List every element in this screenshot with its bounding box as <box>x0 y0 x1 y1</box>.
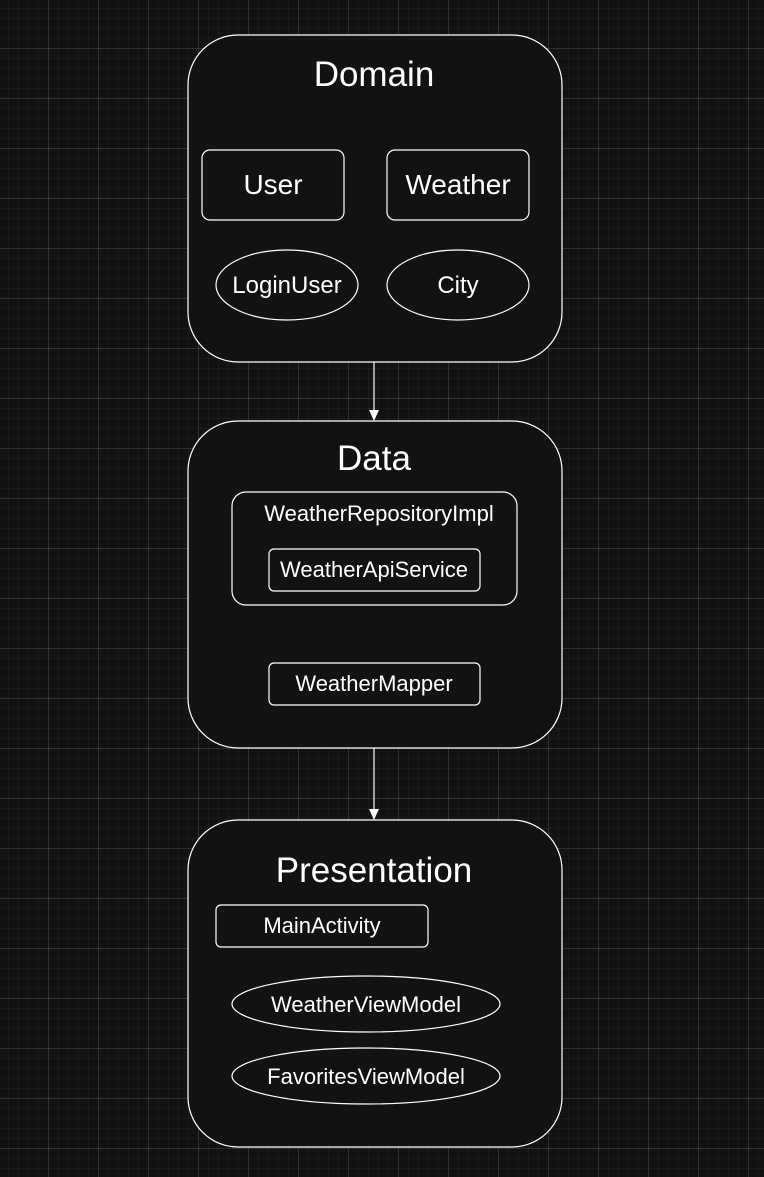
edge-data-to-presentation <box>369 748 379 820</box>
presentation-title: Presentation <box>276 851 473 890</box>
node-weather-repository-impl-label: WeatherRepositoryImpl <box>264 501 493 526</box>
node-main-activity-label: MainActivity <box>263 913 380 938</box>
domain-layer[interactable]: Domain User Weather LoginUser City <box>187 34 563 363</box>
node-weather-label: Weather <box>405 169 510 200</box>
node-user-label: User <box>243 169 302 200</box>
node-city[interactable]: City <box>386 249 530 321</box>
node-main-activity[interactable]: MainActivity <box>215 904 429 948</box>
node-city-label: City <box>437 272 478 299</box>
edge-domain-to-data <box>369 362 379 421</box>
data-layer[interactable]: Data WeatherRepositoryImpl WeatherApiSer… <box>187 420 563 749</box>
presentation-layer[interactable]: Presentation MainActivity WeatherViewMod… <box>187 819 563 1148</box>
node-favorites-view-model-label: FavoritesViewModel <box>267 1064 465 1089</box>
node-login-user-label: LoginUser <box>232 272 341 299</box>
node-weather-mapper[interactable]: WeatherMapper <box>268 662 481 706</box>
node-login-user[interactable]: LoginUser <box>215 249 359 321</box>
domain-title: Domain <box>314 55 435 94</box>
node-weather-view-model-label: WeatherViewModel <box>271 992 461 1017</box>
node-weather[interactable]: Weather <box>386 149 530 221</box>
node-weather-api-service-label: WeatherApiService <box>280 557 468 582</box>
node-user[interactable]: User <box>201 149 345 221</box>
node-weather-mapper-label: WeatherMapper <box>295 671 452 696</box>
node-favorites-view-model[interactable]: FavoritesViewModel <box>231 1047 501 1105</box>
node-weather-api-service[interactable]: WeatherApiService <box>268 548 481 592</box>
data-title: Data <box>337 439 411 478</box>
node-weather-view-model[interactable]: WeatherViewModel <box>231 975 501 1033</box>
